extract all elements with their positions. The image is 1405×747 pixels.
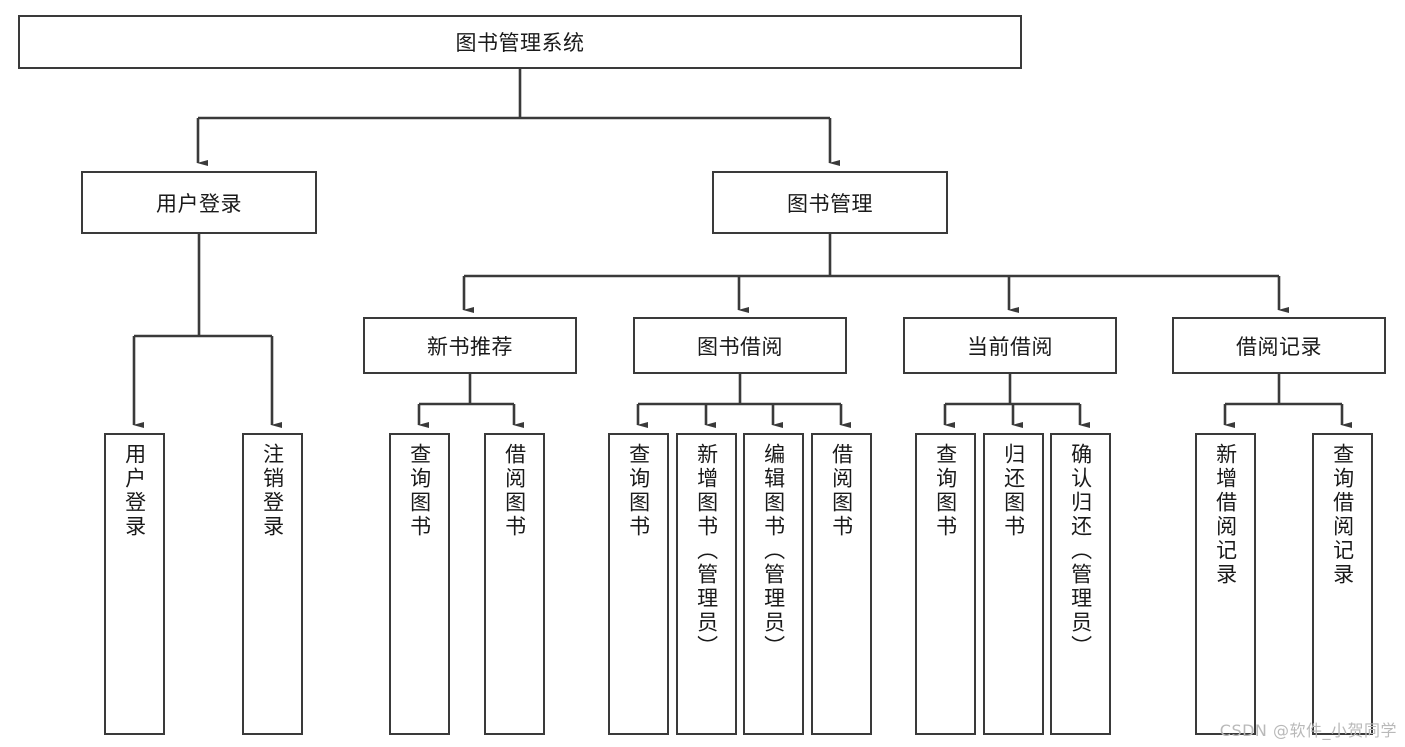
node-leaf-query-book-2-label: 查询图书 xyxy=(626,443,651,539)
node-book-manage[interactable]: 图书管理 xyxy=(712,171,948,234)
node-leaf-add-book[interactable]: 新增图书（管理员） xyxy=(676,433,737,735)
node-leaf-return-book[interactable]: 归还图书 xyxy=(983,433,1044,735)
node-leaf-borrow-book-2[interactable]: 借阅图书 xyxy=(811,433,872,735)
node-leaf-query-record[interactable]: 查询借阅记录 xyxy=(1312,433,1373,735)
node-leaf-confirm-return[interactable]: 确认归还（管理员） xyxy=(1050,433,1111,735)
node-root-label: 图书管理系统 xyxy=(455,31,585,55)
node-leaf-query-book-3-label: 查询图书 xyxy=(933,443,958,539)
node-root[interactable]: 图书管理系统 xyxy=(18,15,1022,69)
node-current-borrow-label: 当前借阅 xyxy=(967,334,1053,359)
csdn-watermark: CSDN @软件_小贺同学 xyxy=(1219,721,1397,740)
node-leaf-borrow-book-2-label: 借阅图书 xyxy=(829,443,854,539)
node-leaf-user-logout-label: 注销登录 xyxy=(260,443,285,539)
node-leaf-borrow-book-1-label: 借阅图书 xyxy=(502,443,527,539)
node-user-login-label: 用户登录 xyxy=(156,191,242,216)
node-leaf-add-book-label: 新增图书（管理员） xyxy=(694,443,719,659)
node-leaf-user-logout[interactable]: 注销登录 xyxy=(242,433,303,735)
node-book-manage-label: 图书管理 xyxy=(787,191,873,216)
node-leaf-query-book-1-label: 查询图书 xyxy=(407,443,432,539)
node-book-borrow[interactable]: 图书借阅 xyxy=(633,317,847,374)
node-leaf-edit-book-label: 编辑图书（管理员） xyxy=(761,443,786,659)
node-leaf-borrow-book-1[interactable]: 借阅图书 xyxy=(484,433,545,735)
node-user-login[interactable]: 用户登录 xyxy=(81,171,317,234)
node-new-book-recommend[interactable]: 新书推荐 xyxy=(363,317,577,374)
node-leaf-query-book-3[interactable]: 查询图书 xyxy=(915,433,976,735)
node-leaf-query-book-1[interactable]: 查询图书 xyxy=(389,433,450,735)
node-new-book-recommend-label: 新书推荐 xyxy=(427,334,513,359)
node-leaf-user-login[interactable]: 用户登录 xyxy=(104,433,165,735)
node-leaf-return-book-label: 归还图书 xyxy=(1001,443,1026,539)
node-borrow-record[interactable]: 借阅记录 xyxy=(1172,317,1386,374)
node-leaf-user-login-label: 用户登录 xyxy=(122,443,147,539)
node-borrow-record-label: 借阅记录 xyxy=(1236,334,1322,359)
node-leaf-query-record-label: 查询借阅记录 xyxy=(1330,443,1355,587)
node-book-borrow-label: 图书借阅 xyxy=(697,334,783,359)
node-leaf-add-record[interactable]: 新增借阅记录 xyxy=(1195,433,1256,735)
node-leaf-query-book-2[interactable]: 查询图书 xyxy=(608,433,669,735)
node-leaf-edit-book[interactable]: 编辑图书（管理员） xyxy=(743,433,804,735)
node-current-borrow[interactable]: 当前借阅 xyxy=(903,317,1117,374)
node-leaf-add-record-label: 新增借阅记录 xyxy=(1213,443,1238,587)
node-leaf-confirm-return-label: 确认归还（管理员） xyxy=(1068,443,1093,659)
